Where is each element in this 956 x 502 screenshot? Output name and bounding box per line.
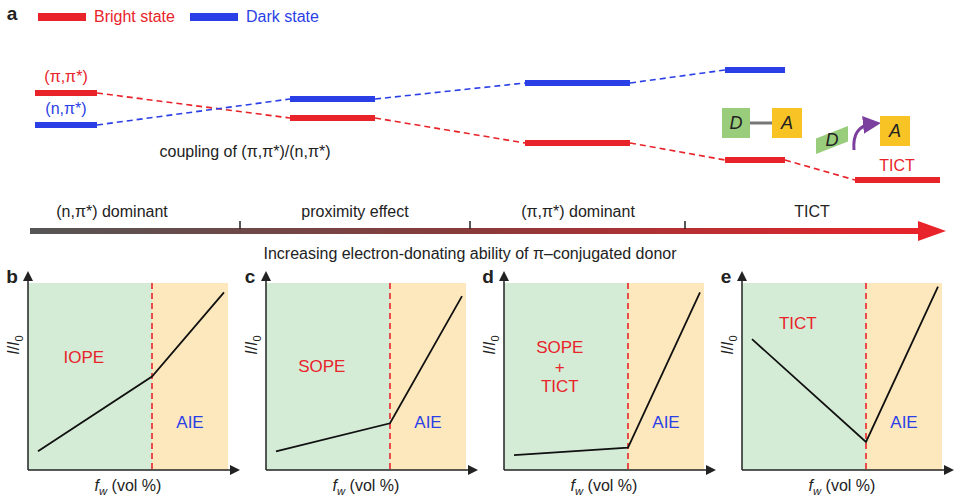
region-label: AIE <box>414 413 441 433</box>
axis-arrowhead <box>499 271 509 281</box>
energy-levels <box>35 67 940 183</box>
legend-item: Dark state <box>190 8 319 26</box>
label-part: / <box>5 346 22 350</box>
label-part: 0 <box>727 335 739 341</box>
label-part: w <box>575 485 583 497</box>
label-part: / <box>719 346 736 350</box>
axis-title: I/I0 <box>719 335 740 355</box>
donor-parallelogram <box>816 126 848 154</box>
scale-label: Increasing electron-donating ability of … <box>263 245 676 263</box>
axis-title: I/I0 <box>5 335 26 355</box>
legend-item: Bright state <box>38 8 175 26</box>
label-part: I <box>243 350 260 354</box>
unit-label: D <box>730 113 743 134</box>
region-band: AIE <box>390 283 466 470</box>
region-label: IOPE <box>63 348 104 368</box>
donor-box: D <box>816 126 848 154</box>
scale-label: (π,π*) dominant <box>521 203 635 221</box>
panel-letter: b <box>6 267 18 288</box>
state-label: TICT <box>879 157 915 175</box>
region-label: AIE <box>890 413 917 433</box>
axis-arrowhead <box>468 465 478 475</box>
label-part: f <box>333 477 337 494</box>
region-label: SOPE <box>298 357 345 377</box>
label-part: (vol %) <box>583 477 637 494</box>
response-plot <box>261 271 478 475</box>
legend-swatch <box>38 13 86 21</box>
gradient-arrow <box>30 221 946 241</box>
region-label: AIE <box>652 413 679 433</box>
region-band: AIE <box>628 283 704 470</box>
label-part: I <box>5 350 22 354</box>
label-part: (vol %) <box>345 477 399 494</box>
legend-text: Bright state <box>94 8 175 26</box>
axis-title: fw (vol %) <box>95 477 162 498</box>
region-label: SOPE + TICT <box>535 338 585 397</box>
label-part: f <box>809 477 813 494</box>
label-part: w <box>813 485 821 497</box>
state-label: (π,π*) <box>44 68 87 86</box>
label-part: I <box>243 341 260 345</box>
response-plot <box>737 271 954 475</box>
scale-label: TICT <box>794 203 830 221</box>
label-part: I <box>719 350 736 354</box>
axis-arrowhead <box>737 271 747 281</box>
axis-arrowhead <box>706 465 716 475</box>
region-band: IOPE <box>28 283 152 470</box>
axis-title: I/I0 <box>243 335 264 355</box>
label-part: f <box>571 477 575 494</box>
label-part: 0 <box>251 335 263 341</box>
label-part: f <box>95 477 99 494</box>
label-part: w <box>99 485 107 497</box>
legend-swatch <box>190 13 238 21</box>
axis-title: fw (vol %) <box>809 477 876 498</box>
region-band: TICT <box>742 283 866 470</box>
legend-text: Dark state <box>246 8 319 26</box>
correlation-dashes <box>97 70 855 180</box>
axis-arrowhead <box>261 271 271 281</box>
label-part: I <box>481 341 498 345</box>
label-part: (vol %) <box>821 477 875 494</box>
axis-arrowhead <box>23 271 33 281</box>
axis-arrowhead <box>230 465 240 475</box>
label-part: 0 <box>489 335 501 341</box>
axis-title: I/I0 <box>481 335 502 355</box>
label-part: I <box>719 341 736 345</box>
panel-letter: a <box>7 4 18 25</box>
donor-box: D <box>722 108 750 138</box>
label-part: (vol %) <box>107 477 161 494</box>
unit-label: A <box>889 121 901 142</box>
unit-label: D <box>826 130 839 151</box>
label-part: I <box>481 350 498 354</box>
region-band: SOPE + TICT <box>504 283 628 470</box>
label-part: w <box>337 485 345 497</box>
scale-label: proximity effect <box>301 203 408 221</box>
state-label: coupling of (π,π*)/(n,π*) <box>160 143 331 161</box>
acceptor-box: A <box>772 108 802 138</box>
panel-letter: d <box>482 267 494 288</box>
rotation-arrow <box>854 124 872 150</box>
label-part: / <box>481 346 498 350</box>
region-label: AIE <box>176 413 203 433</box>
response-plot <box>23 271 240 475</box>
response-plot <box>499 271 716 475</box>
acceptor-box: A <box>880 116 910 146</box>
axis-arrowhead <box>944 465 954 475</box>
bond-line <box>750 122 772 125</box>
label-part: / <box>243 346 260 350</box>
region-band: AIE <box>866 283 942 470</box>
unit-label: A <box>781 113 793 134</box>
label-part: I <box>5 341 22 345</box>
scale-label: (n,π*) dominant <box>56 203 168 221</box>
label-part: 0 <box>13 335 25 341</box>
region-band: AIE <box>152 283 228 470</box>
panel-letter: e <box>721 267 732 288</box>
axis-title: fw (vol %) <box>571 477 638 498</box>
region-label: TICT <box>779 314 817 334</box>
state-label: (n,π*) <box>45 100 86 118</box>
panel-letter: c <box>245 267 256 288</box>
region-band: SOPE <box>266 283 390 470</box>
axis-title: fw (vol %) <box>333 477 400 498</box>
